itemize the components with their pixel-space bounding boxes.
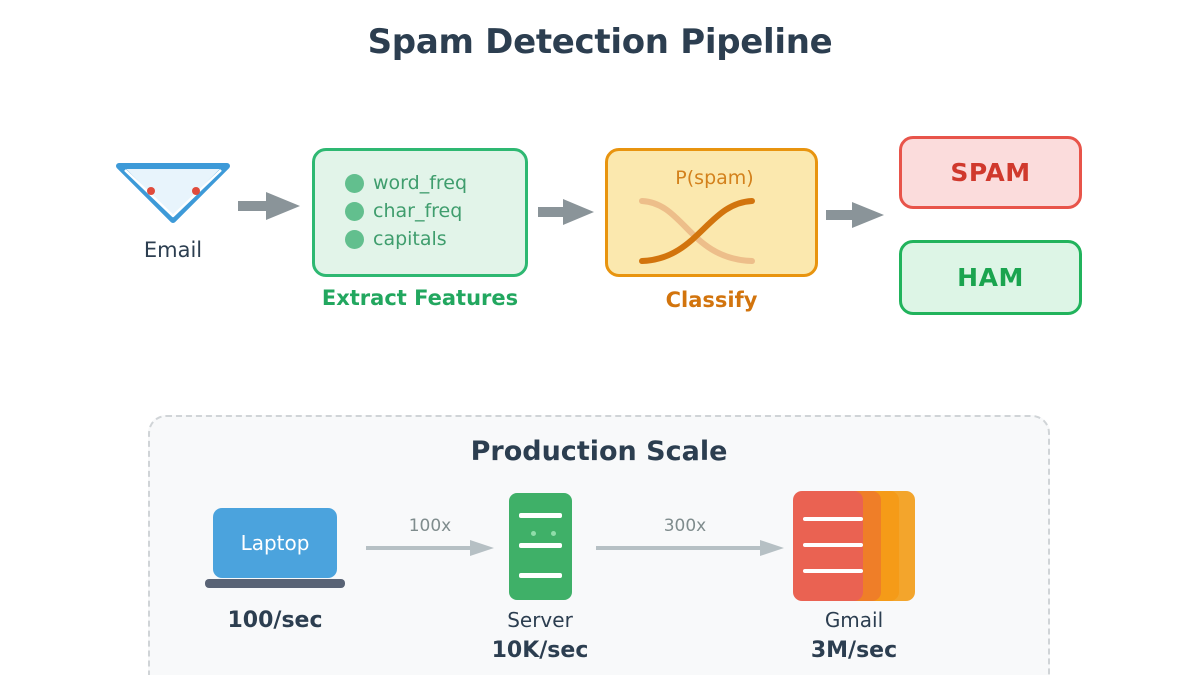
page-title: Spam Detection Pipeline <box>367 22 833 62</box>
laptop-screen: Laptop <box>213 508 337 578</box>
feature-item: capitals <box>345 230 467 249</box>
laptop-rate: 100/sec <box>227 608 323 633</box>
laptop-base <box>205 579 345 588</box>
block-arrow-right-icon-3 <box>826 200 886 230</box>
block-arrow-right-icon-2 <box>538 197 596 227</box>
stack-line <box>803 517 863 521</box>
feature-item: word_freq <box>345 174 467 193</box>
block-arrow-right-icon-1 <box>238 190 302 222</box>
probability-label: P(spam) <box>675 167 754 189</box>
gmail-name: Gmail <box>824 608 884 632</box>
laptop-icon: Laptop <box>205 508 345 590</box>
server-line <box>519 573 562 578</box>
sigmoid-cross-curves-icon <box>636 195 788 271</box>
stack-line <box>803 543 863 547</box>
result-ham-box: HAM <box>899 240 1082 315</box>
thin-arrow-right-icon-1 <box>364 538 496 562</box>
server-line <box>519 543 562 548</box>
result-ham-label: HAM <box>957 263 1024 292</box>
server-rate: 10K/sec <box>491 638 589 663</box>
feature-label: char_freq <box>373 200 463 222</box>
scale-label-300x: 300x <box>663 516 707 536</box>
production-scale-title: Production Scale <box>470 436 728 467</box>
server-line <box>519 513 562 518</box>
classify-label: Classify <box>665 288 758 312</box>
stacked-servers-icon <box>793 491 915 601</box>
server-led-icon <box>531 531 536 536</box>
gmail-rate: 3M/sec <box>810 638 898 663</box>
email-caption: Email <box>143 238 203 262</box>
server-led-icon <box>551 531 556 536</box>
scale-label-100x: 100x <box>408 516 452 536</box>
feature-label: word_freq <box>373 172 468 194</box>
extract-features-box: word_freq char_freq capitals <box>312 148 528 277</box>
extract-features-label: Extract Features <box>321 286 519 310</box>
feature-label: capitals <box>373 228 447 250</box>
laptop-name: Laptop <box>240 531 310 555</box>
thin-arrow-right-icon-2 <box>594 538 786 562</box>
classify-box: P(spam) <box>605 148 818 277</box>
feature-item: char_freq <box>345 202 467 221</box>
stack-line <box>803 569 863 573</box>
feature-bullet-icon <box>345 230 364 249</box>
server-name: Server <box>507 608 573 632</box>
feature-bullet-icon <box>345 202 364 221</box>
feature-bullet-icon <box>345 174 364 193</box>
result-spam-label: SPAM <box>950 158 1031 187</box>
result-spam-box: SPAM <box>899 136 1082 209</box>
email-envelope-icon <box>113 158 233 228</box>
feature-list: word_freq char_freq capitals <box>345 174 467 249</box>
server-icon <box>509 493 572 600</box>
